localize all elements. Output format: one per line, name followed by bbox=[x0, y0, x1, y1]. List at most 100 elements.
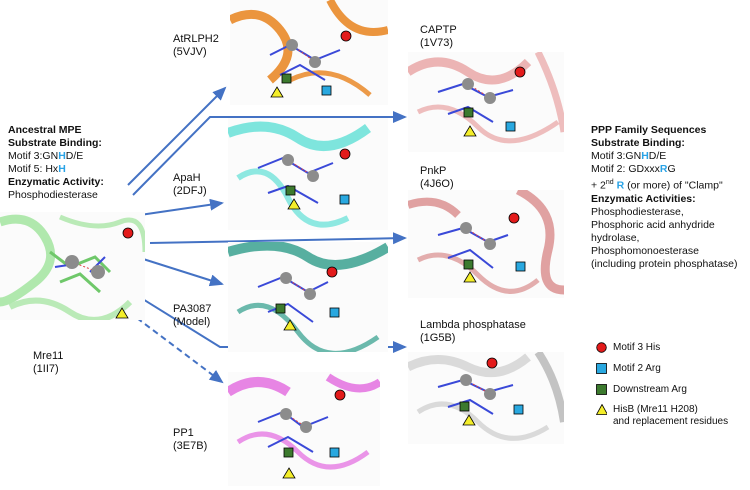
apah-label: ApaH (2DFJ) bbox=[173, 172, 207, 198]
mre11-motif3-marker bbox=[122, 227, 134, 239]
pnkp-structure-image bbox=[408, 190, 564, 298]
ancestral-motif5: Motif 5: HxH bbox=[8, 163, 104, 176]
arrow-to-pa3087 bbox=[139, 257, 224, 287]
pp1-motif2-marker bbox=[329, 447, 340, 458]
legend-item-downstream-arg: Downstream Arg bbox=[596, 384, 687, 396]
ancestral-motif3: Motif 3:GNHD/E bbox=[8, 150, 104, 163]
pa3087-motif3-marker bbox=[326, 266, 338, 278]
ancestral-activity: Phosphodiesterase bbox=[8, 189, 98, 201]
pa3087-label: PA3087 (Model) bbox=[173, 303, 211, 329]
apah-hisb-marker bbox=[287, 198, 301, 210]
pp1-downstream-marker bbox=[283, 447, 294, 458]
captp-pdb: (1V73) bbox=[420, 37, 454, 49]
apah-motif2-marker bbox=[339, 194, 350, 205]
pa3087-pdb: (Model) bbox=[173, 316, 211, 328]
lambda-label: Lambda phosphatase (1G5B) bbox=[420, 319, 526, 345]
atrlph2-downstream-marker bbox=[281, 73, 292, 84]
atrlph2-structure-image bbox=[230, 0, 388, 105]
ppp-motif2-prefix: Motif 2: GDxxx bbox=[591, 163, 660, 175]
lambda-pdb: (1G5B) bbox=[420, 332, 456, 344]
red-circle-icon bbox=[596, 342, 607, 353]
ppp-family-block: PPP Family Sequences Substrate Binding: … bbox=[591, 124, 738, 271]
pnkp-motif2-marker bbox=[515, 261, 526, 272]
ancestral-motif5-his: H bbox=[58, 163, 66, 175]
captp-structure-image bbox=[408, 52, 564, 152]
arrow-to-pnkp bbox=[149, 232, 407, 245]
pp1-name: PP1 bbox=[173, 427, 194, 439]
ppp-clamp-suffix: (or more) of "Clamp" bbox=[624, 179, 723, 192]
ancestral-motif3-prefix: Motif 3:GN bbox=[8, 150, 59, 162]
lambda-name: Lambda phosphatase bbox=[420, 319, 526, 331]
atrlph2-motif2-marker bbox=[321, 85, 332, 96]
pa3087-name: PA3087 bbox=[173, 303, 212, 315]
ppp-motif3: Motif 3:GNHD/E bbox=[591, 150, 738, 163]
pnkp-name: PnkP bbox=[420, 165, 447, 177]
ppp-substrate-heading: Substrate Binding: bbox=[591, 137, 685, 149]
ppp-motif2-suffix: G bbox=[667, 163, 676, 175]
pnkp-motif3-marker bbox=[508, 212, 520, 224]
lambda-structure-image bbox=[408, 352, 564, 444]
pnkp-pdb: (4J6O) bbox=[420, 178, 454, 190]
legend-item-hisb: HisB (Mre11 H208) and replacement residu… bbox=[596, 404, 728, 428]
ancestral-title: Ancestral MPE bbox=[8, 124, 82, 136]
atrlph2-name: AtRLPH2 bbox=[173, 33, 219, 45]
ppp-activity: Phosphoric acid anhydride bbox=[591, 218, 715, 231]
legend-label-multiline: HisB (Mre11 H208) and replacement residu… bbox=[613, 404, 728, 428]
ancestral-mpe-block: Ancestral MPE Substrate Binding: Motif 3… bbox=[8, 124, 104, 202]
ppp-activity: (including protein phosphatase) bbox=[591, 257, 738, 270]
pnkp-downstream-marker bbox=[463, 259, 474, 270]
mre11-name: Mre11 bbox=[33, 350, 64, 362]
ppp-activity: Phosphodiesterase, bbox=[591, 205, 684, 218]
ppp-motif3-his: H bbox=[641, 150, 649, 162]
mre11-structure-image bbox=[0, 212, 145, 320]
ppp-title: PPP Family Sequences bbox=[591, 124, 707, 136]
lambda-motif3-marker bbox=[486, 357, 498, 369]
apah-motif3-marker bbox=[339, 148, 351, 160]
ppp-motif3-prefix: Motif 3:GN bbox=[591, 150, 642, 162]
legend-item-motif3-his: Motif 3 His bbox=[596, 342, 660, 354]
atrlph2-hisb-marker bbox=[270, 86, 284, 98]
pp1-label: PP1 (3E7B) bbox=[173, 427, 207, 453]
ancestral-substrate-heading: Substrate Binding: bbox=[8, 137, 102, 149]
legend-label: HisB (Mre11 H208) bbox=[613, 404, 698, 415]
ppp-motif2-arg: R bbox=[659, 163, 668, 175]
pp1-motif3-marker bbox=[334, 389, 346, 401]
apah-downstream-marker bbox=[285, 185, 296, 196]
ppp-clamp-sup: nd bbox=[605, 179, 614, 186]
ppp-clamp-arg: R bbox=[616, 179, 625, 192]
ppp-motif3-suffix: D/E bbox=[648, 150, 667, 162]
captp-name: CAPTP bbox=[420, 24, 457, 36]
ppp-clamp-prefix: + 2 bbox=[591, 179, 606, 192]
lambda-downstream-marker bbox=[459, 401, 470, 412]
atrlph2-motif3-marker bbox=[340, 30, 352, 42]
pp1-pdb: (3E7B) bbox=[173, 440, 208, 452]
pa3087-hisb-marker bbox=[283, 319, 297, 331]
ancestral-motif5-prefix: Motif 5: Hx bbox=[8, 163, 59, 175]
ppp-motif2: Motif 2: GDxxxRG bbox=[591, 163, 738, 176]
ppp-clamp: + 2nd R (or more) of "Clamp" bbox=[591, 176, 738, 193]
ppp-activity: hydrolase, bbox=[591, 231, 640, 244]
captp-downstream-marker bbox=[463, 107, 474, 118]
pp1-hisb-marker bbox=[282, 467, 296, 479]
ppp-enzymatic-heading: Enzymatic Activities: bbox=[591, 192, 696, 205]
yellow-triangle-icon bbox=[596, 404, 607, 415]
ancestral-motif3-suffix: D/E bbox=[65, 150, 84, 162]
ancestral-enzymatic-heading: Enzymatic Activity: bbox=[8, 176, 104, 188]
legend-item-motif2-arg: Motif 2 Arg bbox=[596, 363, 661, 375]
ancestral-motif3-his: H bbox=[58, 150, 66, 162]
pa3087-downstream-marker bbox=[275, 303, 286, 314]
apah-structure-image bbox=[228, 118, 388, 230]
legend-label: Motif 2 Arg bbox=[613, 363, 661, 374]
pnkp-label: PnkP (4J6O) bbox=[420, 165, 454, 191]
ppp-activity: Phosphomonoesterase bbox=[591, 244, 699, 257]
green-square-icon bbox=[596, 384, 607, 395]
atrlph2-pdb: (5VJV) bbox=[173, 46, 207, 58]
pa3087-motif2-marker bbox=[329, 307, 340, 318]
arrow-to-captp bbox=[132, 111, 407, 196]
mre11-hisb-marker bbox=[115, 307, 129, 319]
pnkp-hisb-marker bbox=[463, 271, 477, 283]
mre11-pdb: (1II7) bbox=[33, 363, 59, 375]
pa3087-structure-image bbox=[228, 242, 388, 352]
legend-label-line2: and replacement residues bbox=[613, 416, 729, 427]
captp-label: CAPTP (1V73) bbox=[420, 24, 457, 50]
